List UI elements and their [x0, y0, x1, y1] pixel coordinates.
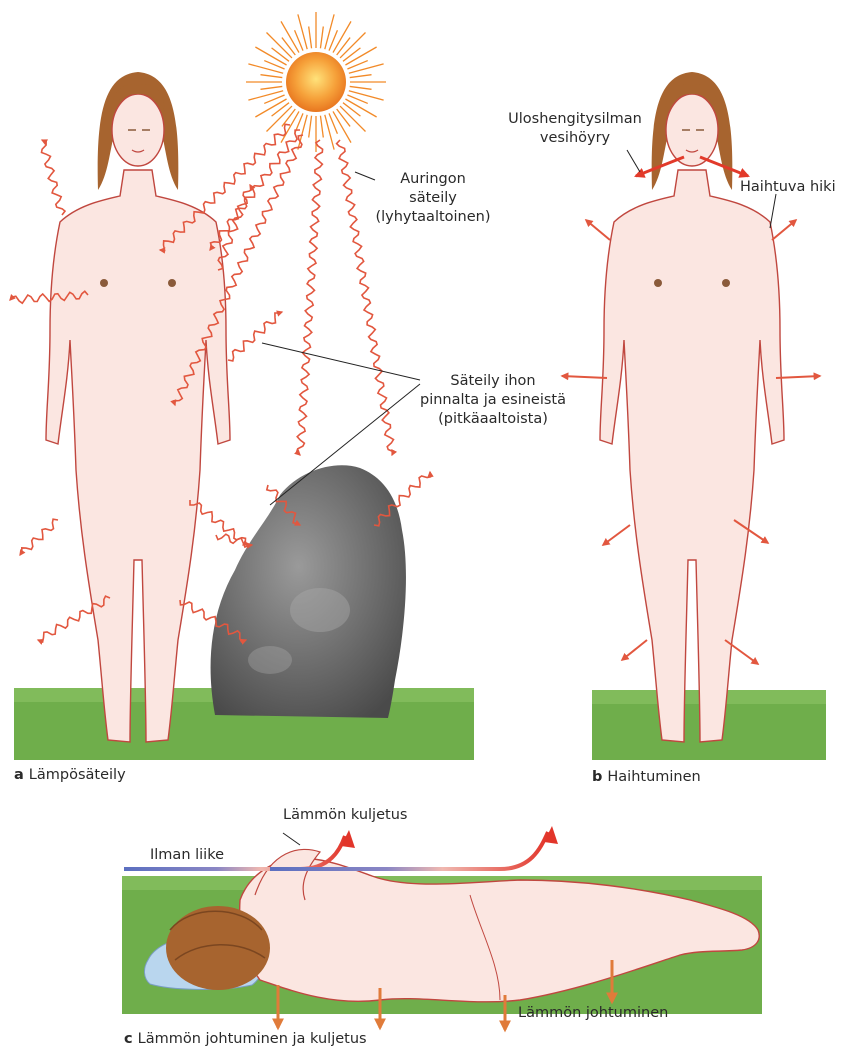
- caption-c-letter: c: [124, 1031, 133, 1047]
- sweat-label: Haihtuva hiki: [740, 178, 836, 197]
- skin-label-line-2: pinnalta ja esineistä: [398, 391, 588, 410]
- air-movement-label: Ilman liike: [150, 846, 224, 865]
- breath-label-line-1: Uloshengitysilman: [490, 110, 660, 129]
- caption-a: a Lämpösäteily: [14, 766, 126, 785]
- breath-vapor-label: Uloshengitysilman vesihöyry: [490, 110, 660, 148]
- heat-transport-label: Lämmön kuljetus: [283, 806, 407, 825]
- sun-label-line-1: Auringon: [358, 170, 508, 189]
- sun-label-line-3: (lyhytaaltoinen): [358, 208, 508, 227]
- sun-label-line-2: säteily: [358, 189, 508, 208]
- breath-label-line-2: vesihöyry: [490, 129, 660, 148]
- caption-a-letter: a: [14, 767, 24, 783]
- sun-icon: [246, 12, 386, 152]
- skin-label-line-3: (pitkäaaltoista): [398, 410, 588, 429]
- caption-b-text: Haihtuminen: [607, 769, 700, 785]
- hair-c: [166, 906, 270, 990]
- panel-b: [562, 72, 826, 760]
- caption-a-text: Lämpösäteily: [29, 767, 126, 783]
- caption-b: b Haihtuminen: [592, 768, 701, 787]
- standing-woman-b: [600, 72, 784, 742]
- caption-c-text: Lämmön johtuminen ja kuljetus: [138, 1031, 367, 1047]
- caption-c: c Lämmön johtuminen ja kuljetus: [124, 1030, 367, 1049]
- standing-woman-a: [46, 72, 230, 742]
- leader-transport: [283, 833, 300, 845]
- caption-b-letter: b: [592, 769, 602, 785]
- sun-radiation-label: Auringon säteily (lyhytaaltoinen): [358, 170, 508, 227]
- heat-conduction-label: Lämmön johtuminen: [518, 1004, 668, 1023]
- skin-radiation-label: Säteily ihon pinnalta ja esineistä (pitk…: [398, 372, 588, 429]
- skin-label-line-1: Säteily ihon: [398, 372, 588, 391]
